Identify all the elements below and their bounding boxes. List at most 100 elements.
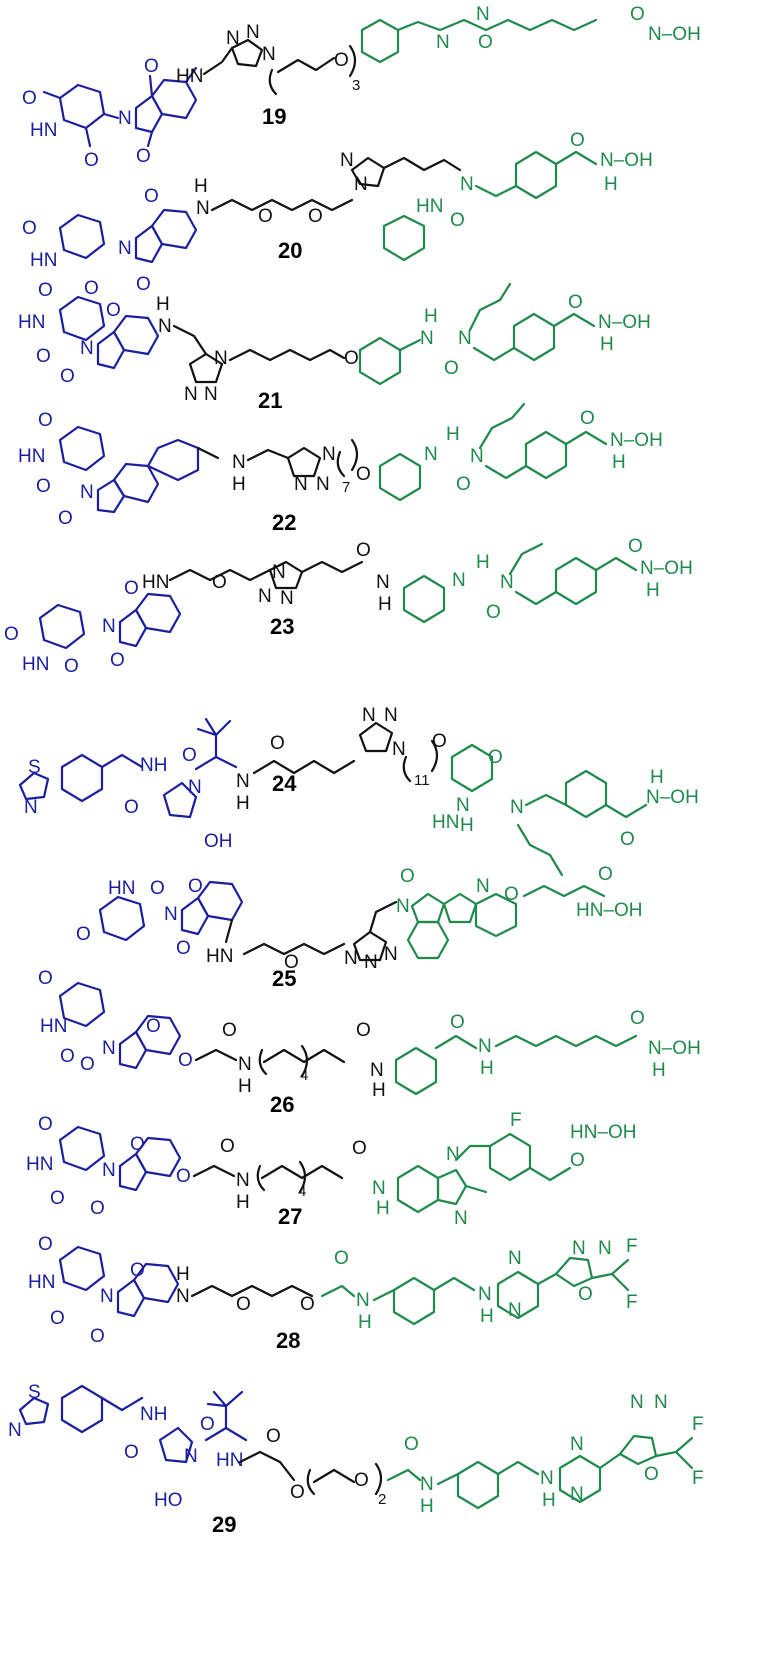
atom-n: N xyxy=(184,384,198,405)
atom-n: N xyxy=(322,444,336,465)
atom-o: O xyxy=(578,1284,593,1305)
atom-o: O xyxy=(570,1150,585,1171)
atom-o: O xyxy=(124,578,139,599)
atom-o: O xyxy=(628,536,643,557)
atom-o: O xyxy=(568,292,583,313)
atom-o: O xyxy=(144,56,159,77)
atom-n: N xyxy=(344,948,358,969)
atom-n: N xyxy=(540,1468,554,1489)
atom-n: N xyxy=(354,174,368,195)
compound-label: 26 xyxy=(270,1092,294,1117)
atom-o: O xyxy=(450,210,465,231)
atom-n: N xyxy=(630,1392,644,1413)
atom-hn: HN xyxy=(40,1016,67,1037)
atom-h: H xyxy=(420,1496,434,1517)
atom-h: H xyxy=(194,176,208,197)
atom-n: N xyxy=(238,1054,252,1075)
atom-o: O xyxy=(136,274,151,295)
compound-23: O HN O N O O HN O N N N O N H N H O N O … xyxy=(4,536,693,677)
atom-n: N xyxy=(118,108,132,129)
atom-h: H xyxy=(376,1198,390,1219)
atom-h: H xyxy=(646,580,660,601)
atom-n-oh: N–OH xyxy=(646,787,699,808)
atom-o: O xyxy=(124,1442,139,1463)
atom-o: O xyxy=(178,1050,193,1071)
atom-o: O xyxy=(36,476,51,497)
atom-h: H xyxy=(600,334,614,355)
atom-s: S xyxy=(28,757,41,778)
atom-o: O xyxy=(356,540,371,561)
atom-o: O xyxy=(300,1294,315,1315)
atom-hn: HN xyxy=(432,812,459,833)
atom-o: O xyxy=(200,1414,215,1435)
atom-n: N xyxy=(384,705,398,726)
atom-n: N xyxy=(294,474,308,495)
atom-n-oh: N–OH xyxy=(600,150,653,171)
atom-n: N xyxy=(460,174,474,195)
atom-o: O xyxy=(22,218,37,239)
atom-o: O xyxy=(630,1008,645,1029)
compound-19: O HN O N O O HN N N N O 3 N N O O N–OH 1… xyxy=(22,4,701,171)
atom-n: N xyxy=(424,444,438,465)
atom-n: N xyxy=(420,1474,434,1495)
atom-n: N xyxy=(262,44,276,65)
atom-n: N xyxy=(184,1446,198,1467)
atom-o: O xyxy=(266,1426,281,1447)
atom-f: F xyxy=(692,1468,704,1489)
atom-o: O xyxy=(432,731,447,752)
atom-n: N xyxy=(570,1434,584,1455)
atom-o: O xyxy=(50,1308,65,1329)
atom-hn: HN xyxy=(18,446,45,467)
atom-n: N xyxy=(372,1178,386,1199)
atom-n: N xyxy=(236,1170,250,1191)
atom-n: N xyxy=(280,588,294,609)
atom-hn: HN xyxy=(22,654,49,675)
atom-hn: HN xyxy=(108,878,135,899)
atom-h: H xyxy=(378,594,392,615)
atom-n: N xyxy=(196,198,210,219)
atom-o: O xyxy=(136,146,151,167)
atom-o: O xyxy=(212,572,227,593)
atom-hn: HN xyxy=(142,572,169,593)
atom-o: O xyxy=(352,1138,367,1159)
atom-h: H xyxy=(236,793,250,814)
atom-n: N xyxy=(316,474,330,495)
atom-o: O xyxy=(620,829,635,850)
atom-h: H xyxy=(176,1264,190,1285)
atom-h: H xyxy=(650,767,664,788)
atom-n: N xyxy=(158,316,172,337)
linker-repeat-count: 4 xyxy=(300,1067,308,1084)
atom-n: N xyxy=(376,572,390,593)
atom-n: N xyxy=(654,1392,668,1413)
linker-repeat-count: 11 xyxy=(414,772,430,789)
atom-n-oh: N–OH xyxy=(640,558,693,579)
atom-o: O xyxy=(580,408,595,429)
compound-28: O HN O N O O N H O O O N H N H N N N N O… xyxy=(28,1234,638,1353)
atom-o: O xyxy=(284,952,299,973)
atom-h: H xyxy=(446,424,460,445)
atom-n: N xyxy=(452,570,466,591)
atom-o: O xyxy=(36,346,51,367)
atom-h: H xyxy=(652,1060,666,1081)
atom-n: N xyxy=(478,1284,492,1305)
atom-h: H xyxy=(476,552,490,573)
atom-h: H xyxy=(232,474,246,495)
atom-n: N xyxy=(510,797,524,818)
atom-o: O xyxy=(124,797,139,818)
linker-repeat-count: 3 xyxy=(352,77,360,94)
atom-n: N xyxy=(508,1300,522,1321)
atom-o: O xyxy=(258,206,273,227)
atom-n: N xyxy=(478,1036,492,1057)
atom-nh: NH xyxy=(140,1404,167,1425)
atom-hn: HN xyxy=(206,946,233,967)
atom-hn: HN xyxy=(416,196,443,217)
atom-h: H xyxy=(236,1192,250,1213)
compound-label: 29 xyxy=(212,1512,236,1537)
atom-h: H xyxy=(542,1490,556,1511)
atom-o: O xyxy=(22,88,37,109)
atom-hn: HN xyxy=(30,250,57,271)
atom-o: O xyxy=(404,1434,419,1455)
atom-hn: HN xyxy=(216,1450,243,1471)
atom-o: O xyxy=(60,1046,75,1067)
